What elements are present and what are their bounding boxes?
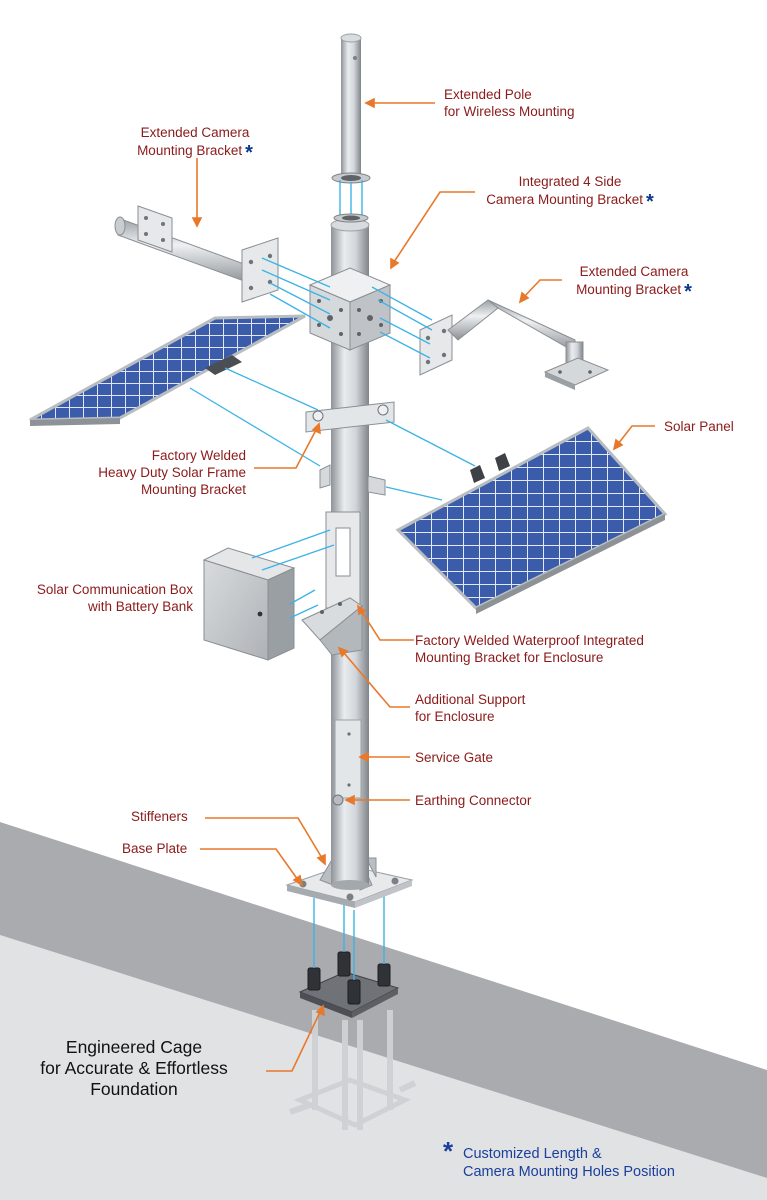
label-communication-box: Solar Communication Box with Battery Ban… (36, 582, 193, 614)
extended-pole (341, 38, 361, 178)
integrated-4-side-block (308, 267, 392, 351)
enclosure-box (202, 547, 296, 661)
label-extended-pole: Extended Pole for Wireless Mounting (444, 87, 575, 119)
earthing-lug (332, 794, 344, 806)
leader-lines (191, 97, 655, 1072)
footnote-asterisk: * (443, 1136, 454, 1166)
label-extended-camera-left: Extended Camera Mounting Bracket* (137, 125, 253, 164)
footnote: * Customized Length & Camera Mounting Ho… (443, 1136, 675, 1180)
label-earthing-connector: Earthing Connector (415, 793, 532, 808)
enclosure-bracket (301, 511, 363, 656)
assembly-guide-lines (189, 257, 476, 619)
left-solar-panel (29, 314, 306, 426)
foundation-cage (289, 1010, 417, 1130)
label-additional-support: Additional Support for Enclosure (415, 692, 526, 724)
asterisk-mark: * (684, 281, 692, 303)
label-base-plate: Base Plate (122, 841, 188, 856)
asterisk-mark: * (245, 142, 253, 164)
solar-frame-brackets (305, 401, 395, 496)
label-extended-camera-right: Extended Camera Mounting Bracket* (576, 264, 692, 303)
right-solar-panel (395, 426, 668, 614)
ground-top-strip (0, 935, 767, 1200)
label-stiffeners: Stiffeners (131, 809, 188, 824)
left-camera-bracket (114, 205, 279, 303)
service-gate-door (334, 719, 362, 799)
bolt-guide-lines (313, 895, 385, 980)
label-enclosure-bracket: Factory Welded Waterproof Integrated Mou… (415, 633, 644, 665)
label-solar-panel: Solar Panel (664, 419, 734, 434)
label-integrated-4-side-bracket: Integrated 4 Side Camera Mounting Bracke… (486, 174, 654, 213)
asterisk-mark: * (646, 191, 654, 213)
label-service-gate: Service Gate (415, 750, 494, 765)
label-engineered-cage: Engineered Cage for Accurate & Effortles… (40, 1037, 228, 1099)
label-solar-frame-bracket: Factory Welded Heavy Duty Solar Frame Mo… (98, 448, 246, 497)
right-camera-bracket (419, 299, 610, 390)
